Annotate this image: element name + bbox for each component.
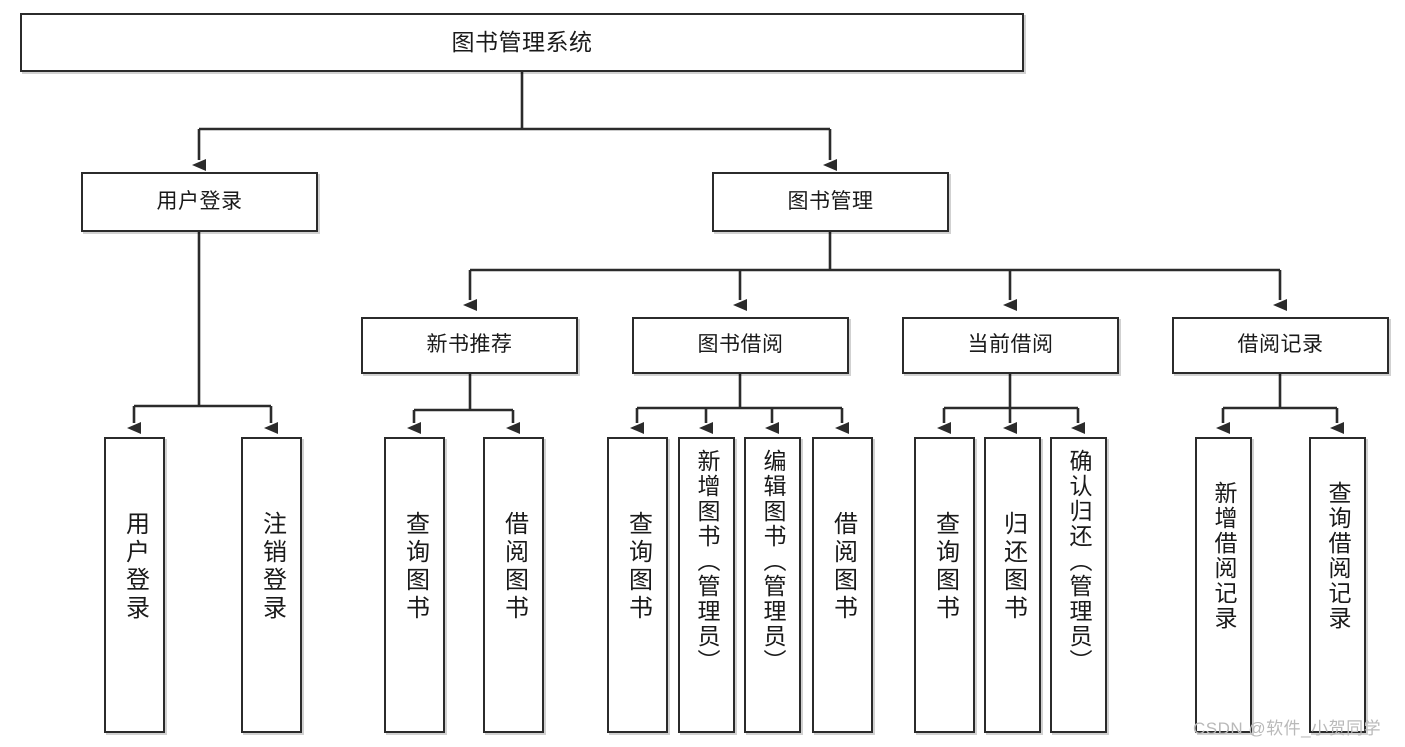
leaf-query-book-current[interactable]: 查询图书 [914, 437, 975, 733]
node-root[interactable]: 图书管理系统 [20, 13, 1024, 72]
leaf-borrow-book-recommend[interactable]: 借阅图书 [483, 437, 544, 733]
node-root-label: 图书管理系统 [451, 28, 593, 55]
leaf-edit-book-admin[interactable]: 编辑图书（管理员） [744, 437, 801, 733]
leaf-logout-label: 注销登录 [258, 511, 286, 623]
leaf-add-book-admin[interactable]: 新增图书（管理员） [678, 437, 735, 733]
leaf-query-book-borrow-label: 查询图书 [624, 511, 652, 623]
node-book-management-label: 图书管理 [787, 189, 874, 213]
node-user-login[interactable]: 用户登录 [81, 172, 318, 232]
node-book-borrow[interactable]: 图书借阅 [632, 317, 849, 374]
leaf-query-book-recommend[interactable]: 查询图书 [384, 437, 445, 733]
leaf-borrow-book-recommend-label: 借阅图书 [500, 511, 528, 623]
leaf-query-book-borrow[interactable]: 查询图书 [607, 437, 668, 733]
node-book-borrow-label: 图书借阅 [697, 333, 784, 357]
leaf-query-book-current-label: 查询图书 [931, 511, 959, 623]
leaf-return-book-label: 归还图书 [999, 511, 1027, 623]
node-new-book-recommend-label: 新书推荐 [426, 333, 513, 357]
leaf-edit-book-admin-label: 编辑图书（管理员） [760, 449, 786, 674]
node-current-borrow-label: 当前借阅 [967, 333, 1054, 357]
node-book-management[interactable]: 图书管理 [712, 172, 949, 232]
node-borrow-record-label: 借阅记录 [1237, 333, 1324, 357]
leaf-query-borrow-record-label: 查询借阅记录 [1325, 481, 1351, 631]
leaf-query-borrow-record[interactable]: 查询借阅记录 [1309, 437, 1366, 733]
leaf-add-borrow-record[interactable]: 新增借阅记录 [1195, 437, 1252, 733]
leaf-logout[interactable]: 注销登录 [241, 437, 302, 733]
node-borrow-record[interactable]: 借阅记录 [1172, 317, 1389, 374]
leaf-add-book-admin-label: 新增图书（管理员） [694, 449, 720, 674]
leaf-confirm-return-admin[interactable]: 确认归还（管理员） [1050, 437, 1107, 733]
leaf-borrow-book-label: 借阅图书 [829, 511, 857, 623]
node-new-book-recommend[interactable]: 新书推荐 [361, 317, 578, 374]
node-user-login-label: 用户登录 [156, 189, 243, 213]
leaf-user-login-label: 用户登录 [121, 511, 149, 623]
leaf-add-borrow-record-label: 新增借阅记录 [1211, 481, 1237, 631]
leaf-return-book[interactable]: 归还图书 [984, 437, 1041, 733]
leaf-query-book-recommend-label: 查询图书 [401, 511, 429, 623]
leaf-borrow-book[interactable]: 借阅图书 [812, 437, 873, 733]
node-current-borrow[interactable]: 当前借阅 [902, 317, 1119, 374]
leaf-user-login[interactable]: 用户登录 [104, 437, 165, 733]
leaf-confirm-return-admin-label: 确认归还（管理员） [1066, 449, 1092, 674]
